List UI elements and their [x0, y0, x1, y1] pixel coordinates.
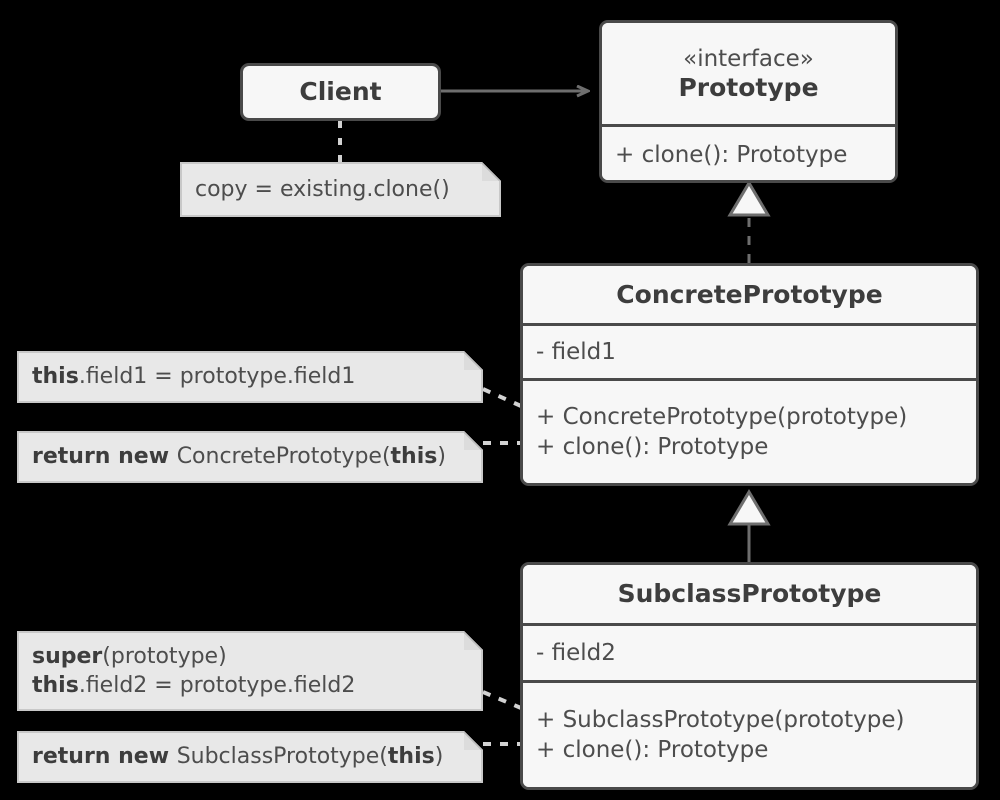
class-box-client[interactable]: Client: [240, 63, 441, 121]
note-keyword: return new: [32, 744, 177, 770]
note-fold-icon: [464, 631, 483, 650]
class-methods-prototype: + clone(): Prototype: [602, 124, 895, 180]
note-text: ConcretePrototype(: [176, 444, 391, 470]
note-keyword: this: [390, 444, 438, 470]
class-stereotype-prototype: «interface»: [683, 45, 814, 72]
note-client-usage[interactable]: copy = existing.clone(): [180, 162, 501, 217]
relation-subclass-extends-concrete: [727, 489, 771, 562]
note-concrete-clone[interactable]: return new ConcretePrototype(this): [17, 431, 483, 483]
note-concrete-constructor[interactable]: this.field1 = prototype.field1: [17, 351, 483, 403]
class-methods-subclass-prototype: + SubclassPrototype(prototype) + clone()…: [523, 680, 976, 787]
class-name-concrete-prototype: ConcretePrototype: [616, 279, 883, 309]
class-methods-concrete-prototype: + ConcretePrototype(prototype) + clone()…: [523, 378, 976, 483]
note-text: .field2 = prototype.field2: [78, 673, 356, 698]
class-header-prototype: «interface» Prototype: [602, 23, 895, 124]
note-keyword: this: [387, 744, 435, 770]
class-name-client: Client: [299, 77, 382, 107]
class-field: - field2: [536, 639, 616, 666]
class-box-subclass-prototype[interactable]: SubclassPrototype - field2 + SubclassPro…: [520, 562, 979, 790]
note-line: return new ConcretePrototype(this): [32, 442, 455, 471]
class-method: + ConcretePrototype(prototype): [536, 403, 908, 430]
class-fields-subclass-prototype: - field2: [523, 623, 976, 680]
note-subclass-constructor[interactable]: super(prototype)this.field2 = prototype.…: [17, 631, 483, 711]
class-method: + clone(): Prototype: [536, 737, 769, 763]
class-name-subclass-prototype: SubclassPrototype: [617, 579, 882, 609]
note-fold-icon: [464, 351, 483, 370]
class-header-subclass-prototype: SubclassPrototype: [523, 565, 976, 623]
note-keyword: this: [32, 364, 79, 390]
class-method: + SubclassPrototype(prototype): [536, 706, 905, 733]
class-method: + clone(): Prototype: [536, 434, 769, 460]
note-text: ): [437, 444, 446, 470]
class-fields-concrete-prototype: - field1: [523, 323, 976, 378]
note-subclass-clone[interactable]: return new SubclassPrototype(this): [17, 731, 483, 783]
note-text: (prototype): [102, 643, 227, 669]
note-text: ): [434, 744, 444, 770]
note-line: return new SubclassPrototype(this): [32, 742, 455, 771]
class-header-client: Client: [243, 66, 438, 118]
note-line: super(prototype): [32, 642, 455, 671]
note-keyword: this: [32, 673, 79, 698]
class-box-prototype[interactable]: «interface» Prototype + clone(): Prototy…: [599, 20, 898, 183]
class-field: - field1: [536, 338, 616, 365]
relation-concrete-realizes-prototype: [727, 180, 771, 263]
note-link-concrete-ctor: [482, 387, 522, 408]
note-fold-icon: [464, 731, 483, 750]
note-text: SubclassPrototype(: [176, 744, 388, 770]
note-line: this.field2 = prototype.field2: [32, 671, 455, 700]
note-keyword: super: [32, 643, 103, 669]
class-header-concrete-prototype: ConcretePrototype: [523, 266, 976, 323]
class-method: + clone(): Prototype: [615, 141, 848, 168]
note-line: copy = existing.clone(): [195, 175, 473, 204]
note-text: .field1 = prototype.field1: [78, 364, 356, 390]
note-fold-icon: [464, 431, 483, 450]
note-text: copy = existing.clone(): [195, 176, 450, 202]
class-name-prototype: Prototype: [678, 72, 819, 102]
note-keyword: return new: [32, 444, 177, 470]
note-link-subclass-ctor: [482, 690, 522, 710]
note-line: this.field1 = prototype.field1: [32, 362, 455, 391]
note-fold-icon: [482, 162, 501, 181]
class-box-concrete-prototype[interactable]: ConcretePrototype - field1 + ConcretePro…: [520, 263, 979, 486]
